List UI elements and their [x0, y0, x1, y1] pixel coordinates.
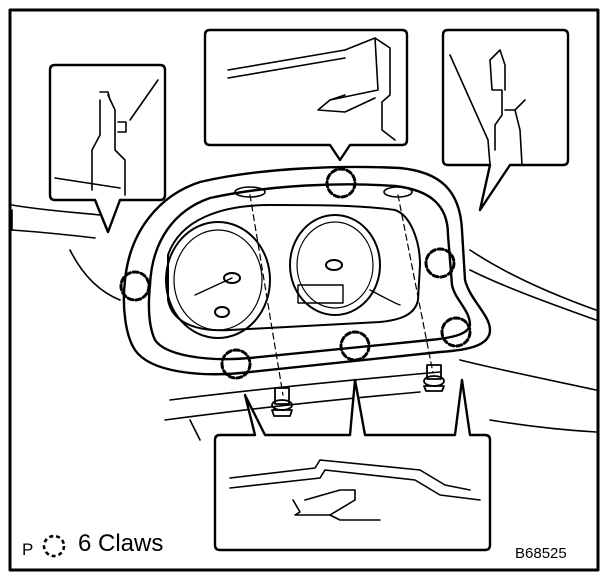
legend-prefix: P	[22, 540, 34, 559]
cluster-bezel	[122, 165, 492, 376]
tachometer-gauge	[289, 214, 401, 316]
claw-legend-icon	[42, 534, 66, 558]
legend-label: 6 Claws	[78, 530, 164, 557]
screw-right	[423, 364, 445, 392]
dashboard-background	[11, 204, 597, 441]
claw-marker-left	[119, 270, 151, 302]
callout-bottom	[213, 378, 492, 552]
callout-top-center	[203, 28, 409, 162]
claw-marker-right-upper	[424, 247, 456, 279]
figure-code: B68525	[515, 545, 567, 562]
callout-top-right	[441, 28, 570, 212]
claw-marker-top	[325, 167, 357, 199]
screw-guide-lines	[249, 194, 434, 396]
claw-markers	[119, 167, 472, 380]
screw-left	[271, 387, 293, 417]
hood-slots	[234, 186, 413, 198]
claw-marker-bottom-left	[220, 348, 252, 380]
claw-marker-right-lower	[440, 316, 472, 348]
speedometer-gauge	[165, 221, 271, 339]
diagram-border	[8, 8, 600, 572]
callout-top-left	[48, 63, 167, 234]
claw-marker-bottom-mid	[339, 330, 371, 362]
